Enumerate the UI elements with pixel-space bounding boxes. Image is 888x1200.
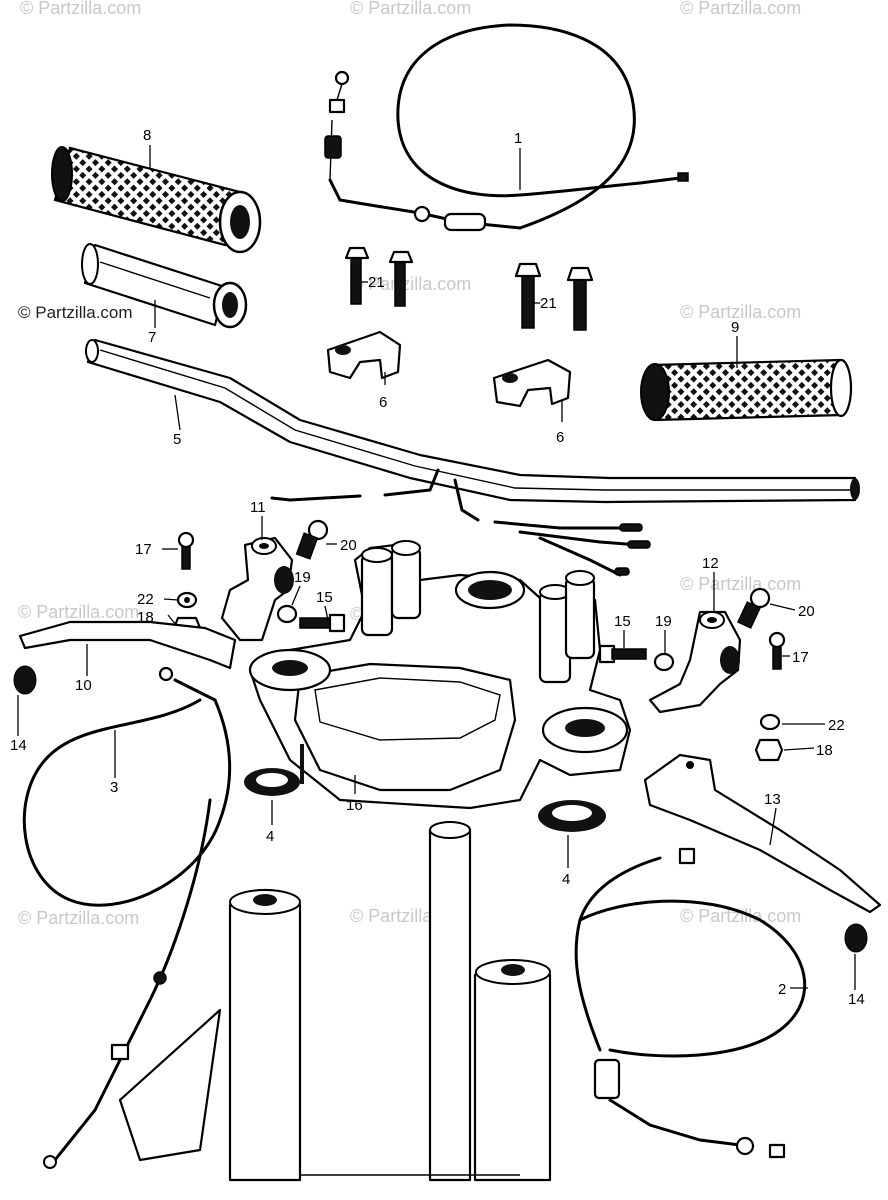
callout-18: 18 [137,609,154,626]
part-17-screw-left [177,531,195,570]
callout-18: 18 [816,742,833,759]
part-3-clutch-cable [22,666,232,1169]
callout-19: 19 [294,569,311,586]
callout-17: 17 [792,649,809,666]
watermark: © Partzilla.com [680,302,801,322]
callout-11: 11 [250,499,266,516]
callout-15: 15 [614,613,631,630]
callout-20: 20 [340,537,357,554]
callout-17: 17 [135,541,152,558]
watermark: © Partzilla.com [680,0,801,18]
part-10-lever-left [18,620,237,670]
part-21-bolts-right [514,262,594,331]
callout-21: 21 [368,274,385,291]
watermark: © Partzilla.com [18,602,139,622]
callout-2: 2 [778,981,786,998]
part-12-lever-bracket-right [648,610,742,714]
callout-16: 16 [346,797,363,814]
fork-tubes [118,821,552,1182]
part-6-holder-right [492,358,572,408]
part-14-cap-left [13,665,37,695]
part-22-washer-right [759,713,781,731]
part-8-left-grip [51,146,262,254]
watermark: © Partzilla.com [18,908,139,928]
part-16-top-bridge [248,540,632,810]
callout-14: 14 [848,991,865,1008]
callout-5: 5 [173,431,181,448]
part-20-screw-left [295,519,329,560]
callout-14: 14 [10,737,27,754]
callout-4: 4 [266,828,274,845]
callout-22: 22 [137,591,154,608]
callout-12: 12 [702,555,719,572]
callout-10: 10 [75,677,92,694]
callouts: 1 8 7 9 6 6 5 21 21 11 12 17 17 20 20 19… [10,127,865,1008]
callout-22: 22 [828,717,845,734]
callout-1: 1 [514,130,522,147]
part-20-screw-right [737,587,771,629]
part-6-holder-left [326,330,402,380]
part-15-screw-left [299,613,346,633]
callout-7: 7 [148,329,156,346]
watermark: © Partzilla.com [20,0,141,18]
part-2-brake-cable [574,847,807,1159]
watermark: © Partzilla.com [350,274,471,294]
callout-6: 6 [556,429,564,446]
part-4-bearing-right [538,800,606,832]
callout-6: 6 [379,394,387,411]
part-21-bolts-left [344,246,414,307]
part-18-nut-right [754,738,784,762]
watermark: © Partzilla.com [680,906,801,926]
part-22-washer-left [176,591,198,609]
part-19-washer-right [653,652,675,672]
callout-15: 15 [316,589,333,606]
leader-lines [17,145,856,990]
watermark: © Partzilla.com [350,0,471,18]
part-19-washer-left [276,604,298,624]
part-4-bearing-left [244,768,300,796]
part-14-cap-right [844,923,868,953]
callout-4: 4 [562,871,570,888]
watermark: © Partzilla.com [680,574,801,594]
callout-8: 8 [143,127,151,144]
part-1-throttle-cable [324,23,689,232]
callout-9: 9 [731,319,739,336]
callout-21: 21 [540,295,557,312]
callout-19: 19 [655,613,672,630]
callout-20: 20 [798,603,815,620]
part-9-right-grip [640,358,853,422]
part-7-throttle-tube [81,243,248,329]
wiring-harness [270,468,651,577]
part-11-lever-bracket-left [220,536,294,642]
watermark: © Partzilla.com [18,303,133,322]
callout-3: 3 [110,779,118,796]
part-17-screw-right [768,631,786,670]
part-13-lever-right [643,753,882,914]
callout-13: 13 [764,791,781,808]
part-5-handlebar [85,338,860,504]
part-15-screw-right [598,644,647,664]
